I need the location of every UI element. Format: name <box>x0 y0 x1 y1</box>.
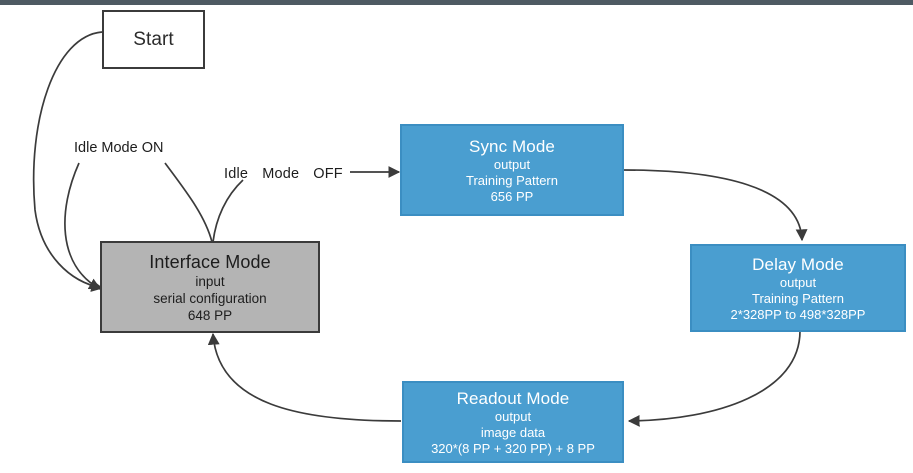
node-sync-mode-line-2: Training Pattern <box>465 172 558 188</box>
node-interface-mode-line-3: 648 PP <box>187 307 233 323</box>
node-sync-mode[interactable]: Sync Mode output Training Pattern 656 PP <box>400 124 624 216</box>
node-delay-mode[interactable]: Delay Mode output Training Pattern 2*328… <box>690 244 906 332</box>
edge-idle-on-right <box>164 162 213 243</box>
edge-label-idle-mode-on: Idle Mode ON <box>74 140 164 156</box>
edge-idle-off-hook <box>212 179 244 243</box>
top-strip <box>0 0 913 5</box>
node-start-title: Start <box>133 28 174 50</box>
node-readout-mode-line-3: 320*(8 PP + 320 PP) + 8 PP <box>431 440 595 456</box>
node-delay-mode-title: Delay Mode <box>752 254 844 274</box>
node-readout-mode[interactable]: Readout Mode output image data 320*(8 PP… <box>402 381 624 463</box>
edge-delay-to-readout <box>627 330 801 427</box>
edge-label-idle-mode-off: Idle Mode OFF <box>224 166 343 183</box>
node-interface-mode-title: Interface Mode <box>149 251 271 272</box>
edge-sync-to-delay <box>622 169 808 242</box>
node-readout-mode-line-1: output <box>494 408 532 424</box>
edge-idle-on-left <box>64 162 102 290</box>
node-delay-mode-line-1: output <box>779 274 817 290</box>
node-readout-mode-title: Readout Mode <box>456 388 570 408</box>
node-readout-mode-line-2: image data <box>480 424 546 440</box>
node-interface-mode[interactable]: Interface Mode input serial configuratio… <box>100 241 320 333</box>
edge-label-idle-off-word-2: Mode <box>262 166 300 182</box>
node-sync-mode-title: Sync Mode <box>469 136 555 156</box>
edge-readout-to-interface <box>207 332 402 422</box>
node-start[interactable]: Start <box>102 10 205 69</box>
node-sync-mode-line-1: output <box>493 156 531 172</box>
node-delay-mode-line-2: Training Pattern <box>751 290 844 306</box>
edge-label-idle-off-word-3: OFF <box>313 166 343 182</box>
node-interface-mode-line-2: serial configuration <box>153 290 267 306</box>
node-sync-mode-line-3: 656 PP <box>490 188 534 204</box>
edge-start-to-interface <box>32 31 104 292</box>
edge-label-idle-off-word-1: Idle <box>224 166 249 182</box>
node-interface-mode-line-1: input <box>195 273 225 289</box>
node-delay-mode-line-3: 2*328PP to 498*328PP <box>730 306 866 322</box>
